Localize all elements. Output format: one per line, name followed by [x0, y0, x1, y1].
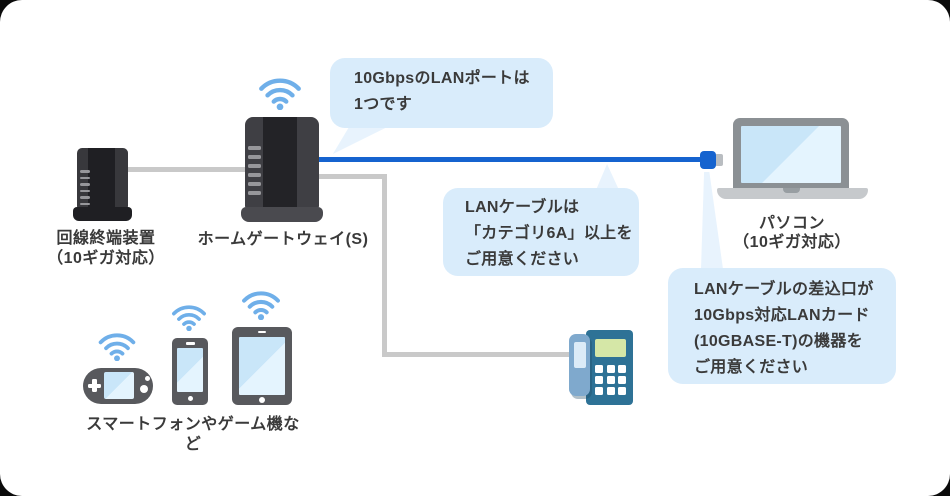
wifi-icon — [257, 78, 303, 110]
laptop-base — [717, 188, 868, 199]
cable-gateway-to-phone-v — [382, 174, 387, 357]
telephone-key — [618, 365, 626, 373]
tablet-home-button — [259, 397, 265, 403]
tablet-screen — [239, 337, 285, 395]
gateway-vent — [248, 191, 261, 195]
bubble-tail — [332, 126, 390, 154]
smartphone-screen — [177, 348, 203, 392]
console-button — [140, 385, 148, 393]
gateway-vent — [248, 155, 261, 159]
lan-plug-tip — [715, 154, 723, 166]
telephone-key — [606, 387, 615, 395]
telephone-key — [618, 387, 626, 395]
bubble-lan-port: 10GbpsのLANポートは 1つです — [330, 58, 553, 128]
gateway-vent — [248, 173, 261, 177]
tablet-camera — [258, 330, 266, 333]
console-button — [145, 376, 150, 381]
lan-plug — [700, 151, 716, 169]
gateway-vent — [248, 146, 261, 150]
pc-label: パソコン （10ギガ対応） — [733, 215, 851, 251]
bubble-lan-card: LANケーブルの差込口が 10Gbps対応LANカード (10GBASE-T)の… — [668, 268, 896, 384]
onu-vent — [80, 183, 90, 186]
onu-front-panel — [88, 148, 115, 208]
telephone-key — [595, 365, 603, 373]
smartphone-home-button — [187, 396, 193, 401]
gateway-vent — [248, 164, 261, 168]
onu-label: 回線終端装置 （10ギガ対応） — [47, 230, 165, 267]
onu-vent — [80, 196, 90, 199]
gateway-vent — [248, 182, 261, 186]
bubble-tail — [596, 164, 619, 190]
onu-vent — [80, 176, 90, 179]
telephone-key — [595, 387, 603, 395]
wifi-icon — [240, 291, 282, 320]
mobile-group-label: スマートフォンやゲーム機など — [86, 416, 300, 453]
gateway-label: ホームゲートウェイ(S) — [197, 231, 369, 248]
game-console-screen — [104, 372, 134, 399]
dpad-icon — [92, 379, 97, 393]
telephone-handset-screen — [574, 342, 586, 368]
telephone-key — [595, 376, 603, 384]
wifi-icon — [97, 333, 137, 361]
home-gateway-stand — [241, 207, 323, 222]
telephone-key — [618, 376, 626, 384]
telephone-key — [606, 376, 615, 384]
cable-onu-to-gateway — [128, 167, 247, 172]
telephone-display — [595, 339, 626, 357]
wifi-icon — [170, 305, 208, 331]
onu-stand — [73, 207, 132, 221]
onu-vent — [80, 189, 90, 192]
bubble-lan-cable: LANケーブルは 「カテゴリ6A」以上を ご用意ください — [443, 188, 639, 276]
telephone-key — [606, 365, 615, 373]
cable-gateway-to-phone-h1 — [318, 174, 387, 179]
lan-cable-blue — [316, 157, 701, 162]
onu-vent — [80, 170, 90, 173]
smartphone-speaker — [186, 342, 195, 345]
laptop-screen — [741, 126, 841, 183]
onu-vent — [80, 202, 90, 205]
cable-gateway-to-phone-h2 — [382, 352, 575, 357]
laptop-notch — [783, 188, 800, 193]
home-gateway-front-panel — [263, 117, 297, 209]
